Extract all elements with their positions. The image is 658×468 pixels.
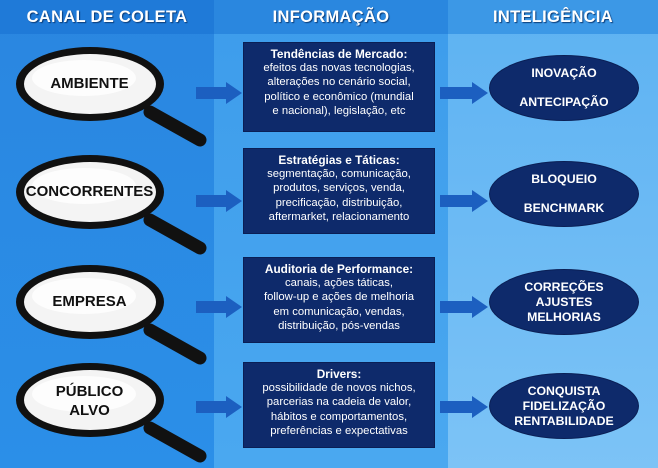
arrow-right-icon [440,296,488,318]
intel-item: MELHORIAS [527,309,601,324]
info-box-concorrentes: Estratégias e Táticas: segmentação, comu… [243,148,435,234]
info-line: segmentação, comunicação, [267,168,411,181]
intel-item: BLOQUEIO [531,172,597,186]
info-title: Drivers: [316,367,362,381]
canal-label: EMPRESA [52,293,127,310]
info-title: Auditoria de Performance: [264,262,414,276]
info-line: hábitos e comportamentos, [270,410,408,423]
canal-label-line: PÚBLICO [55,383,124,400]
magnifier-ambiente: AMBIENTE [0,40,214,150]
magnifier-icon [16,155,207,255]
header-inteligencia: INTELIGÊNCIA [448,0,658,34]
info-title: Tendências de Mercado: [270,47,408,61]
magnifier-icon [16,265,207,365]
intel-oval-publico-alvo: CONQUISTA FIDELIZAÇÃO RENTABILIDADE [490,374,638,438]
arrow-right-icon [196,396,242,418]
info-line: alterações no cenário social, [267,76,411,89]
info-line: precificação, distribuição, [275,196,403,209]
arrow-right-icon [440,190,488,212]
intel-item: RENTABILIDADE [514,413,614,428]
info-box-ambiente: Tendências de Mercado: efeitos das novas… [243,42,435,132]
info-line: follow-up e ações de melhoria [263,291,415,304]
info-line: efeitos das novas tecnologias, [263,62,415,75]
info-line: e nacional), legislação, etc [272,104,406,117]
info-line: distribuição, pós-vendas [278,319,400,332]
arrow-right-icon [196,190,242,212]
info-line: preferências e expectativas [270,424,408,437]
intel-oval-concorrentes: BLOQUEIO BENCHMARK [490,162,638,226]
arrow-right-icon [440,82,488,104]
intel-item: CONQUISTA [527,383,601,398]
info-line: político e econômico (mundial [264,90,414,103]
info-line: parcerias na cadeia de valor, [266,396,412,409]
magnifier-concorrentes: CONCORRENTES [0,148,214,258]
intel-oval-ambiente: INOVAÇÃO ANTECIPAÇÃO [490,56,638,120]
intel-item: AJUSTES [535,294,593,309]
canal-label-line: ALVO [69,402,110,419]
arrow-right-icon [196,296,242,318]
info-title: Estratégias e Táticas: [278,153,400,167]
intel-item: INOVAÇÃO [531,66,597,80]
arrow-right-icon [196,82,242,104]
arrow-right-icon [440,396,488,418]
info-line: produtos, serviços, venda, [273,182,405,195]
info-line: possibilidade de novos nichos, [262,382,416,395]
info-line: canais, ações táticas, [284,277,393,290]
magnifier-empresa: EMPRESA [0,258,214,368]
canal-label: PÚBLICO ALVO [22,382,157,420]
info-box-publico-alvo: Drivers: possibilidade de novos nichos, … [243,362,435,448]
info-line: em comunicação, vendas, [273,305,405,318]
header-informacao: INFORMAÇÃO [214,0,448,34]
intel-item: BENCHMARK [523,201,605,215]
intel-item: FIDELIZAÇÃO [522,398,606,413]
magnifier-publico-alvo: PÚBLICO ALVO [0,356,214,466]
intel-oval-empresa: CORREÇÕES AJUSTES MELHORIAS [490,270,638,334]
canal-label: CONCORRENTES [25,183,154,200]
info-box-empresa: Auditoria de Performance: canais, ações … [243,257,435,343]
canal-label: AMBIENTE [50,75,129,92]
intel-item: ANTECIPAÇÃO [519,95,609,109]
header-canal-de-coleta: CANAL DE COLETA [0,0,214,34]
intel-item: CORREÇÕES [524,279,604,294]
magnifier-icon [16,47,207,147]
info-line: aftermarket, relacionamento [268,210,410,223]
magnifier-icon [16,363,207,463]
